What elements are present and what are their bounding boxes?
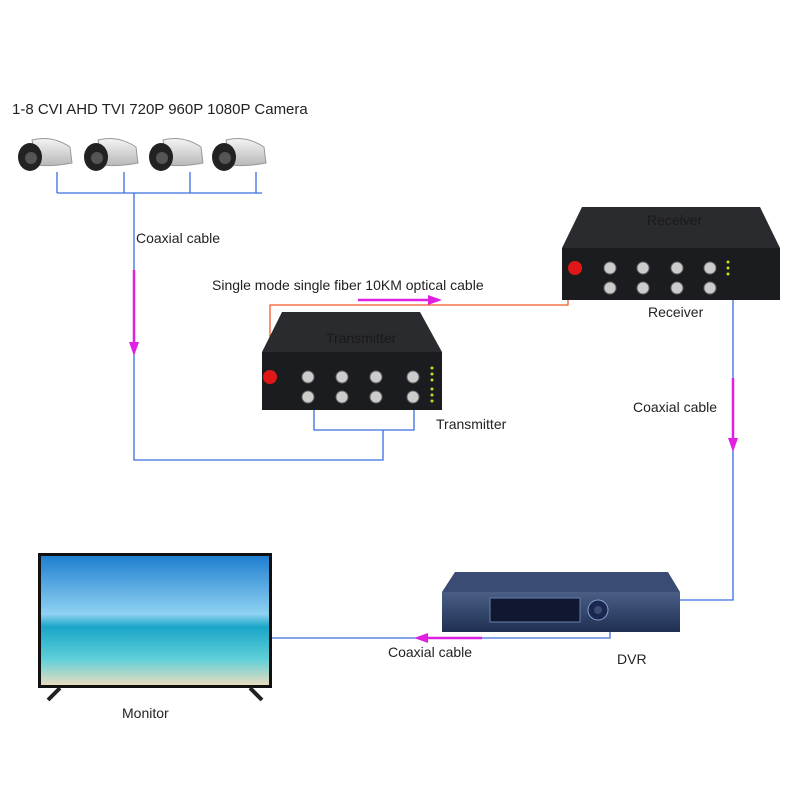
coax-camera-label: Coaxial cable — [136, 230, 221, 246]
receiver-label: Receiver — [648, 304, 704, 320]
coax-receiver-label: Coaxial cable — [633, 399, 718, 415]
arrow-down-icon — [728, 378, 738, 452]
receiver-device — [562, 207, 780, 300]
diagram-title: 1-8 CVI AHD TVI 720P 960P 1080P Camera — [12, 101, 308, 118]
arrow-left-icon — [414, 633, 482, 643]
optical-port-icon — [263, 370, 277, 384]
dvr-label: DVR — [617, 651, 647, 667]
coax-receiver-to-dvr — [678, 300, 734, 601]
camera-icon — [149, 138, 204, 171]
receiver-box-label: Receiver — [647, 212, 703, 228]
dvr-display — [489, 597, 581, 623]
transmitter-label: Transmitter — [436, 416, 507, 432]
monitor-device — [38, 553, 272, 702]
bnc-ports — [301, 370, 420, 404]
camera-icon — [212, 138, 267, 171]
optical-cable-label: Single mode single fiber 10KM optical ca… — [212, 277, 484, 293]
status-leds — [430, 366, 434, 403]
monitor-label: Monitor — [122, 705, 169, 721]
coax-dvr-label: Coaxial cable — [388, 644, 473, 660]
monitor-stand — [46, 686, 264, 702]
transmitter-box-label: Transmitter — [326, 330, 397, 346]
optical-port-icon — [568, 261, 582, 275]
coax-dvr-to-monitor — [272, 632, 611, 639]
dvr-device — [442, 572, 680, 632]
arrow-down-icon — [129, 270, 139, 356]
bnc-ports — [603, 261, 717, 295]
arrow-right-icon — [358, 295, 442, 305]
camera-icon — [84, 138, 139, 171]
transmitter-device — [262, 312, 442, 410]
camera-icon — [18, 138, 73, 171]
cameras — [18, 138, 267, 171]
coax-camera-to-transmitter — [56, 172, 415, 461]
status-leds — [726, 260, 730, 276]
monitor-screen — [41, 556, 269, 685]
